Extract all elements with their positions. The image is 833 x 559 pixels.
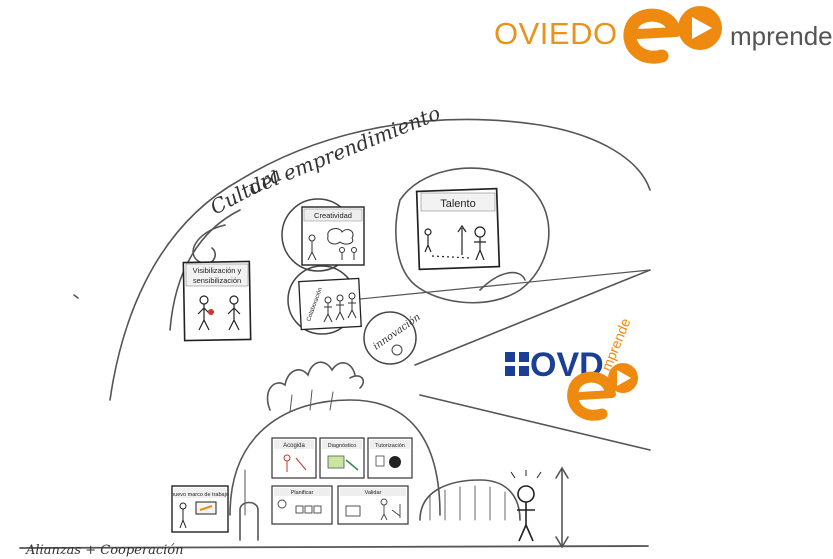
standing-figure-icon xyxy=(510,470,542,542)
side-logo: OVD mprende xyxy=(505,316,638,421)
card-planificar: Planificar xyxy=(271,485,333,525)
sketch-lines xyxy=(19,118,651,549)
team-figures-icon xyxy=(323,292,357,323)
side-emprende-mark-icon xyxy=(567,363,638,421)
mentor-icon xyxy=(389,456,401,468)
header-logo: OVIEDO mprende xyxy=(494,6,833,64)
card-visibility-title-2: sensibilización xyxy=(193,276,241,285)
heart-icon xyxy=(208,309,214,315)
logo-word-oviedo: OVIEDO xyxy=(494,16,618,51)
plan-steps-icon xyxy=(277,499,322,514)
growth-figures-icon xyxy=(424,224,486,261)
card-visibility-title-1: Visibilización y xyxy=(193,266,242,275)
ovd-cross-icon xyxy=(505,352,529,376)
bubble-colaboration: Colaboración xyxy=(287,265,362,335)
dome-cards: Acogida Diagnóstico Tutorización Planifi… xyxy=(271,437,413,525)
card-diagnostico-title: Diagnóstico xyxy=(328,443,357,449)
stick-figures-icon xyxy=(197,295,241,331)
card-talent-title: Talento xyxy=(440,198,475,210)
ground-line xyxy=(19,545,649,549)
card-tutorizacion-title: Tutorización xyxy=(375,443,405,449)
bubble-innovation: innovación xyxy=(363,311,423,365)
card-tutorizacion: Tutorización xyxy=(367,437,413,479)
brainstorm-figures-icon xyxy=(307,228,357,261)
card-visibility: Visibilización y sensibilización xyxy=(182,260,252,342)
card-talent: Talento xyxy=(415,187,501,271)
presenter-figure-icon xyxy=(179,501,217,529)
ground-label: Alianzas + Cooperación xyxy=(25,543,183,558)
card-nuevo-marco: nuevo marco de trabajo xyxy=(171,485,229,533)
card-planificar-title: Planificar xyxy=(291,490,314,496)
card-acogida: Acogida xyxy=(271,437,317,479)
card-creativity-title: Creatividad xyxy=(314,211,352,220)
card-validar-title: Validar xyxy=(365,490,382,496)
outer-arc xyxy=(109,118,651,401)
card-nuevo-marco-title: nuevo marco de trabajo xyxy=(171,492,229,498)
validate-figure-icon xyxy=(345,498,401,521)
card-validar: Validar xyxy=(337,485,409,525)
logo-word-mprende: mprende xyxy=(730,21,833,51)
emprende-e-mark-icon xyxy=(623,6,722,64)
card-diagnostico: Diagnóstico xyxy=(319,437,365,479)
lightbulb-icon xyxy=(391,344,403,356)
bubble-creativity: Creatividad xyxy=(281,198,365,272)
card-acogida-title: Acogida xyxy=(283,443,305,449)
chart-board-icon xyxy=(327,455,345,469)
